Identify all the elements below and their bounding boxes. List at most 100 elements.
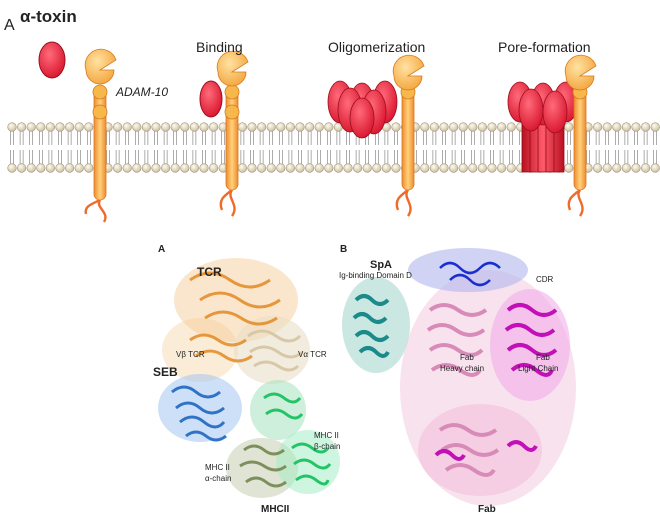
lipid-tail bbox=[355, 131, 360, 164]
lipid-head bbox=[132, 122, 142, 132]
lipid-head bbox=[640, 163, 651, 173]
mhc-alpha-label-2: α-chain bbox=[205, 474, 231, 483]
lipid-head bbox=[7, 122, 17, 132]
lipid-head bbox=[55, 122, 65, 132]
lipid-tail bbox=[490, 131, 494, 164]
adam10-receptor-binding bbox=[199, 50, 249, 217]
lipid-head bbox=[564, 163, 574, 173]
lipid-head bbox=[468, 122, 478, 132]
lipid-tail bbox=[461, 131, 465, 164]
lipid-head bbox=[372, 163, 382, 173]
lipid-head bbox=[285, 122, 296, 132]
lipid-head bbox=[650, 163, 660, 173]
lipid-head bbox=[602, 122, 612, 132]
lipid-head bbox=[439, 122, 449, 132]
seb-label: SEB bbox=[153, 365, 178, 379]
lipid-head bbox=[324, 163, 334, 173]
lipid-head bbox=[36, 122, 46, 132]
lipid-head bbox=[497, 163, 507, 173]
lipid-tail bbox=[586, 131, 590, 164]
lipid-head bbox=[247, 163, 257, 173]
lipid-head bbox=[506, 122, 516, 132]
lipid-tail bbox=[250, 131, 254, 164]
lipid-head bbox=[592, 122, 603, 132]
lipid-head bbox=[506, 163, 516, 173]
lipid-head bbox=[74, 122, 84, 132]
fab-heavy-label-2: Heavy chain bbox=[440, 364, 484, 373]
lipid-head bbox=[439, 163, 449, 173]
cdr-label: CDR bbox=[536, 275, 554, 284]
lipid-head bbox=[640, 122, 651, 132]
lipid-tail bbox=[202, 131, 206, 164]
fab-label: Fab bbox=[478, 504, 496, 515]
lipid-tail bbox=[77, 131, 81, 164]
fab-light-label-1: Fab bbox=[536, 353, 550, 362]
vbeta-tcr-label: Vβ TCR bbox=[176, 350, 205, 359]
lipid-head bbox=[420, 122, 430, 132]
lipid-tail bbox=[634, 131, 638, 164]
lipid-head bbox=[45, 163, 56, 173]
lipid-head bbox=[112, 163, 123, 173]
adam10-receptor-pore bbox=[564, 54, 597, 217]
lipid-head bbox=[276, 163, 286, 173]
lipid-tail bbox=[394, 131, 398, 164]
spa-sub-label: Ig-binding Domain D bbox=[339, 271, 412, 280]
lipid-tail bbox=[423, 131, 427, 164]
lipid-head bbox=[449, 122, 459, 132]
lipid-head bbox=[26, 163, 36, 173]
lipid-head bbox=[45, 122, 56, 132]
lipid-head bbox=[257, 122, 267, 132]
lipid-head bbox=[420, 163, 430, 173]
lipid-head bbox=[487, 122, 497, 132]
lipid-tail bbox=[211, 131, 216, 164]
lipid-head bbox=[16, 163, 27, 173]
lipid-head bbox=[391, 163, 401, 173]
spa-fab-structure bbox=[342, 248, 576, 506]
lipid-head bbox=[141, 122, 151, 132]
lipid-head bbox=[429, 163, 440, 173]
lipid-head bbox=[257, 163, 267, 173]
lipid-head bbox=[564, 122, 574, 132]
lipid-tail bbox=[87, 131, 91, 164]
lipid-tail bbox=[29, 131, 33, 164]
lipid-tail bbox=[106, 131, 110, 164]
adam10-receptor-unbound bbox=[84, 48, 117, 223]
lipid-tail bbox=[307, 131, 312, 164]
lipid-head bbox=[7, 163, 17, 173]
lipid-tail bbox=[135, 131, 139, 164]
lipid-tail bbox=[221, 131, 225, 164]
lipid-head bbox=[477, 163, 488, 173]
lipid-tail bbox=[451, 131, 456, 164]
lipid-tail bbox=[173, 131, 177, 164]
lipid-head bbox=[362, 163, 372, 173]
lipid-head bbox=[324, 122, 334, 132]
lipid-head bbox=[122, 122, 132, 132]
lipid-head bbox=[487, 163, 497, 173]
lipid-tail bbox=[19, 131, 24, 164]
lipid-head bbox=[237, 163, 247, 173]
lipid-tail bbox=[192, 131, 197, 164]
lipid-head bbox=[650, 122, 660, 132]
lipid-tail bbox=[144, 131, 149, 164]
lipid-head bbox=[55, 163, 65, 173]
valpha-tcr-label: Vα TCR bbox=[298, 350, 327, 359]
tcr-seb-mhc-structure bbox=[158, 258, 340, 498]
lipid-head bbox=[64, 122, 75, 132]
lipid-head bbox=[247, 122, 257, 132]
lipid-tail bbox=[183, 131, 187, 164]
lipid-head bbox=[343, 163, 353, 173]
right-panel-letter: B bbox=[340, 244, 347, 255]
mhc-alpha-label-1: MHC II bbox=[205, 463, 230, 472]
mhc-beta-label-2: β-chain bbox=[314, 442, 340, 451]
lipid-tail bbox=[499, 131, 504, 164]
lipid-head bbox=[180, 163, 190, 173]
lipid-tail bbox=[384, 131, 389, 164]
adam10-label: ADAM-10 bbox=[115, 85, 168, 99]
lipid-head bbox=[612, 163, 622, 173]
adam10-receptor-oligomer bbox=[392, 54, 425, 217]
lipid-tail bbox=[115, 131, 120, 164]
lipid-tail bbox=[471, 131, 475, 164]
lipid-head bbox=[458, 122, 468, 132]
toxin-oligomer bbox=[327, 80, 398, 139]
lipid-head bbox=[132, 163, 142, 173]
